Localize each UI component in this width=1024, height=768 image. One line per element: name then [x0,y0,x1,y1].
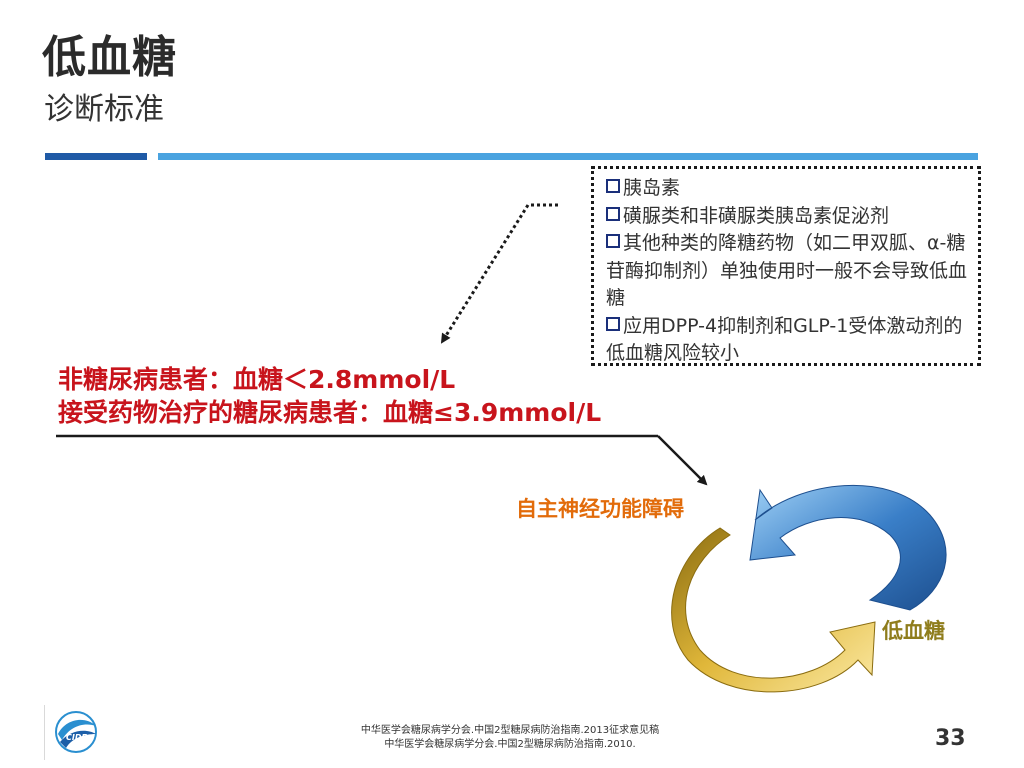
accent-bar-dark [45,153,147,160]
criteria-arrow [657,435,708,486]
label-hypoglycemia: 低血糖 [882,619,945,643]
footer-references: 中华医学会糖尿病学分会.中国2型糖尿病防治指南.2013征求意见稿 中华医学会糖… [300,724,720,752]
square-bullet-icon [606,234,620,248]
blue-cycle-arrow [749,484,947,611]
drug-item: 其他种类的降糖药物（如二甲双胍、α-糖苷酶抑制剂）单独使用时一般不会导致低血糖 [606,232,968,309]
drug-list-box: 胰岛素 磺脲类和非磺脲类胰岛素促泌剂 其他种类的降糖药物（如二甲双胍、α-糖苷酶… [591,166,981,366]
reference-line: 中华医学会糖尿病学分会.中国2型糖尿病防治指南.2010. [384,739,636,750]
drug-item: 应用DPP-4抑制剂和GLP-1受体激动剂的低血糖风险较小 [606,314,963,364]
slide-subtitle: 诊断标准 [44,92,164,127]
cycle-arrows-icon [671,484,947,693]
criteria-diabetic-treated: 接受药物治疗的糖尿病患者：血糖≤3.9mmol/L [58,398,602,427]
page-number: 33 [935,726,966,751]
svg-text:CIDE: CIDE [66,733,87,742]
drug-item: 胰岛素 [606,175,972,203]
label-autonomic-dysfunction: 自主神经功能障碍 [516,497,684,521]
square-bullet-icon [606,316,620,331]
criteria-non-diabetic: 非糖尿病患者：血糖＜2.8mmol/L [58,365,456,394]
drug-item: 磺脲类和非磺脲类胰岛素促泌剂 [606,203,972,231]
square-bullet-icon [606,206,620,221]
dotted-arrow [440,203,558,344]
accent-bar-light [158,153,978,160]
slide-title: 低血糖 [42,32,177,83]
cide-logo-icon: CIDE [55,711,97,753]
gold-cycle-arrow [671,527,876,693]
footer-divider [44,705,45,760]
square-bullet-icon [606,179,620,193]
reference-line: 中华医学会糖尿病学分会.中国2型糖尿病防治指南.2013征求意见稿 [360,725,660,736]
